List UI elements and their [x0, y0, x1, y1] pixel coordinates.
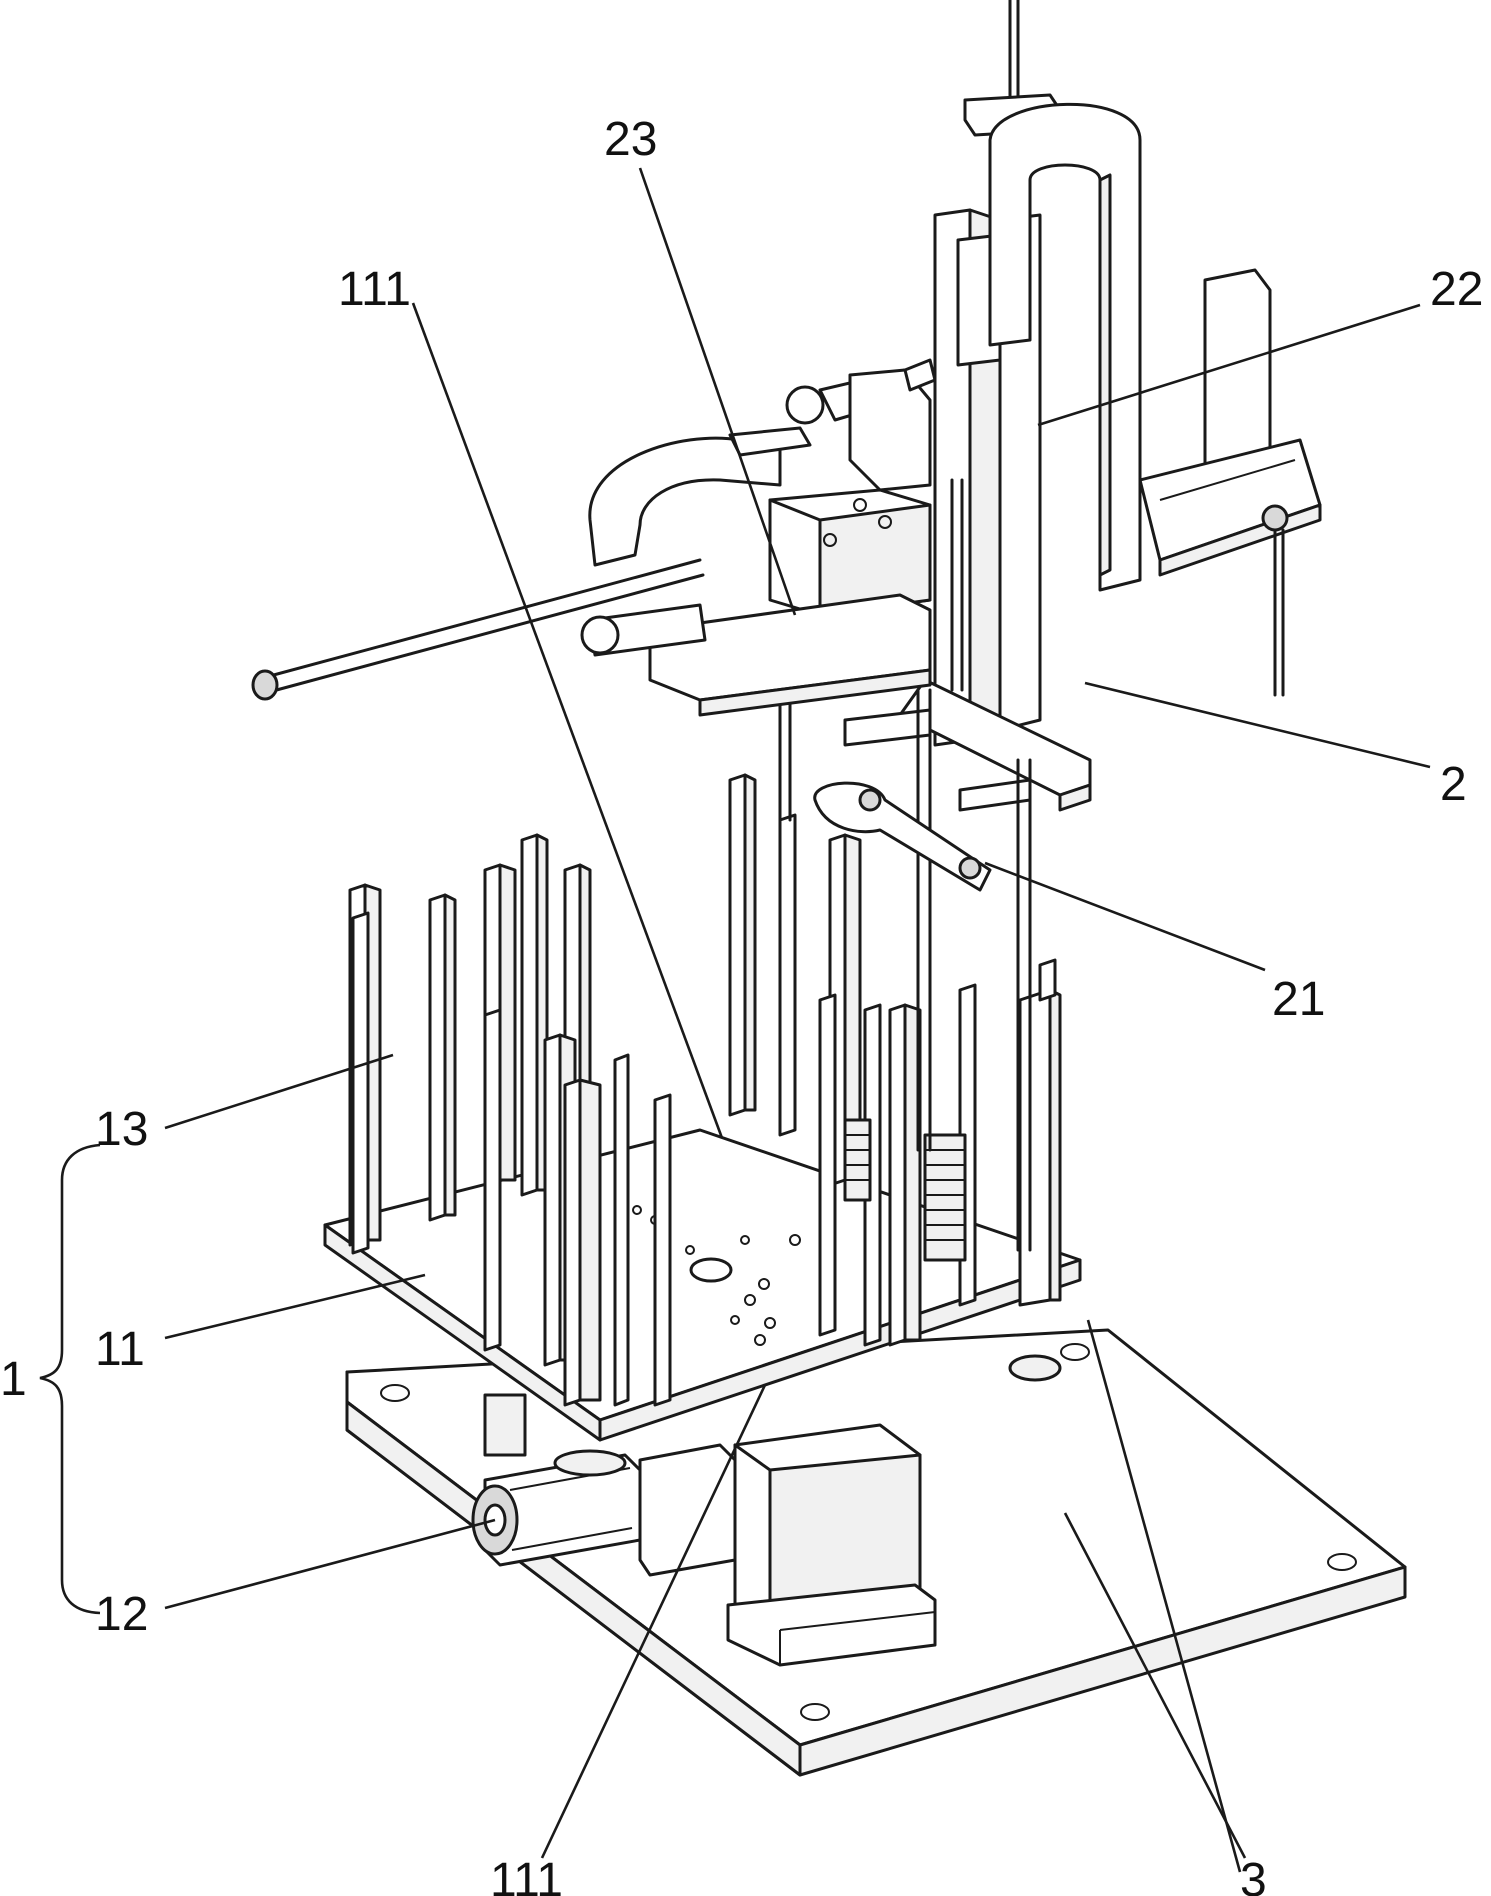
label-23: 23: [604, 113, 657, 166]
label-13: 13: [95, 1103, 148, 1156]
label-21: 21: [1272, 973, 1325, 1026]
label-111-bottom: 111: [490, 1854, 563, 1896]
label-1: 1: [0, 1353, 27, 1406]
reference-labels: 23 111 22 2 21 13 1 11 12 111 3: [0, 113, 1483, 1896]
label-111-top: 111: [338, 263, 411, 316]
leader-lines: [39, 167, 1431, 1873]
label-2: 2: [1440, 758, 1467, 811]
label-22: 22: [1430, 263, 1483, 316]
arm-assembly: [251, 358, 964, 717]
label-3: 3: [1240, 1854, 1267, 1896]
cylinder: [471, 1443, 737, 1577]
label-11: 11: [95, 1323, 145, 1376]
guide-posts: [348, 773, 1062, 1407]
motor-pedestal: [483, 1393, 937, 1667]
label-12: 12: [95, 1588, 148, 1641]
upper-mechanism: [778, 0, 1322, 1252]
